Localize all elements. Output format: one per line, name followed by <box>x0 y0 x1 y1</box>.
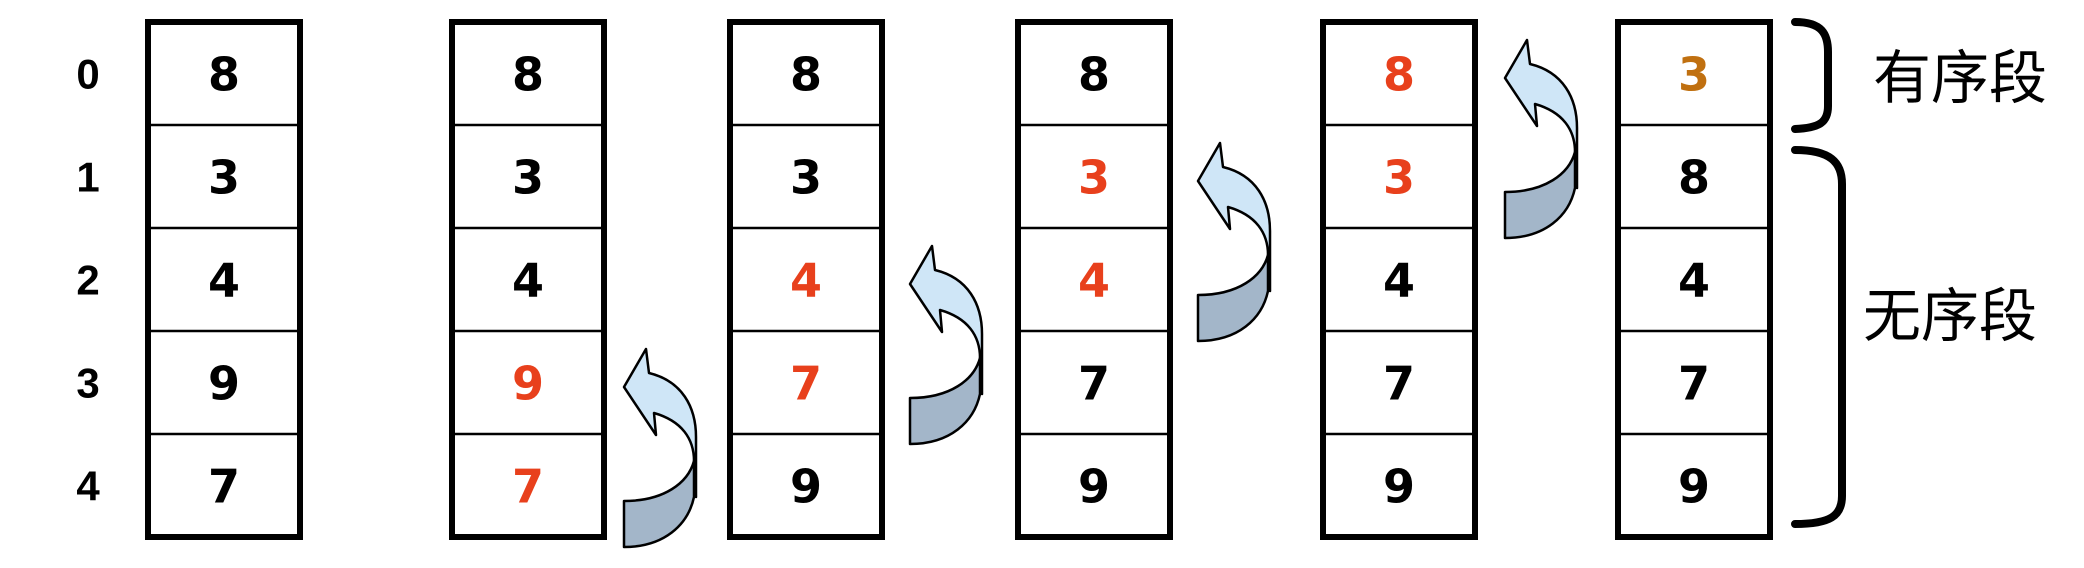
index-label-1: 1 <box>76 154 99 201</box>
cell-value: 3 <box>1383 151 1415 205</box>
cell-value: 8 <box>1383 48 1415 102</box>
cell-value: 3 <box>790 151 822 205</box>
swap-arrow-tail <box>1196 253 1270 343</box>
swap-arrow-head <box>908 244 984 396</box>
cell-value: 9 <box>512 357 544 411</box>
cell-value: 7 <box>1078 357 1110 411</box>
cell-value: 8 <box>1678 151 1710 205</box>
cell-value: 7 <box>512 460 544 514</box>
cell-value: 3 <box>208 151 240 205</box>
cell-value: 7 <box>1383 357 1415 411</box>
cell-value: 3 <box>512 151 544 205</box>
swap-arrow-head <box>622 347 698 499</box>
index-label-4: 4 <box>76 463 100 510</box>
cell-value: 4 <box>512 254 544 308</box>
swap-arrow-head <box>1503 38 1579 190</box>
cell-value: 4 <box>1383 254 1415 308</box>
column-frame <box>1015 19 1173 540</box>
column-frame <box>1615 19 1773 540</box>
cell-value: 8 <box>208 48 240 102</box>
column-frame <box>1320 19 1478 540</box>
column-frame <box>727 19 885 540</box>
swap-arrows <box>622 38 1579 549</box>
index-labels: 0 1 2 3 4 <box>76 51 100 510</box>
cell-value: 4 <box>1078 254 1110 308</box>
cell-value: 8 <box>790 48 822 102</box>
array-column-3: 8 3 4 7 9 <box>1015 19 1173 540</box>
cell-value: 7 <box>208 460 240 514</box>
cell-value: 7 <box>790 357 822 411</box>
swap-arrow-2 <box>1196 141 1272 343</box>
array-column-1: 8 3 4 9 7 <box>449 19 607 540</box>
cell-value: 8 <box>1078 48 1110 102</box>
index-label-0: 0 <box>76 51 99 98</box>
cell-value: 9 <box>1678 460 1710 514</box>
swap-arrow-0 <box>622 347 698 549</box>
array-column-2: 8 3 4 7 9 <box>727 19 885 540</box>
cell-value: 4 <box>790 254 822 308</box>
swap-arrow-tail <box>1503 150 1577 240</box>
unsorted-brace-line <box>1791 146 1846 528</box>
cell-value: 9 <box>1078 460 1110 514</box>
swap-arrow-tail <box>622 459 696 549</box>
cell-value: 8 <box>512 48 544 102</box>
cell-value: 9 <box>790 460 822 514</box>
swap-arrow-head <box>1196 141 1272 293</box>
array-columns: 8 3 4 9 7 8 3 4 9 7 8 3 4 7 9 8 3 4 7 9 8 3 4 7 9 3 8 4 7 9 <box>145 19 1773 540</box>
unsorted-segment-label: 无序段 <box>1863 282 2037 350</box>
cell-value: 3 <box>1078 151 1110 205</box>
column-frame <box>145 19 303 540</box>
array-column-0: 8 3 4 9 7 <box>145 19 303 540</box>
cell-value: 4 <box>208 254 240 308</box>
cell-value: 3 <box>1678 48 1710 102</box>
swap-arrow-tail <box>908 356 982 446</box>
cell-value: 9 <box>1383 460 1415 514</box>
cell-value: 9 <box>208 357 240 411</box>
array-column-4: 8 3 4 7 9 <box>1320 19 1478 540</box>
array-column-5: 3 8 4 7 9 <box>1615 19 1773 540</box>
cell-value: 4 <box>1678 254 1710 308</box>
swap-arrow-1 <box>908 244 984 446</box>
sorted-brace-line <box>1791 18 1832 133</box>
index-label-2: 2 <box>76 257 99 304</box>
swap-arrow-3 <box>1503 38 1579 240</box>
column-frame <box>449 19 607 540</box>
index-label-3: 3 <box>76 360 99 407</box>
sorted-segment-label: 有序段 <box>1873 44 2047 112</box>
cell-value: 7 <box>1678 357 1710 411</box>
